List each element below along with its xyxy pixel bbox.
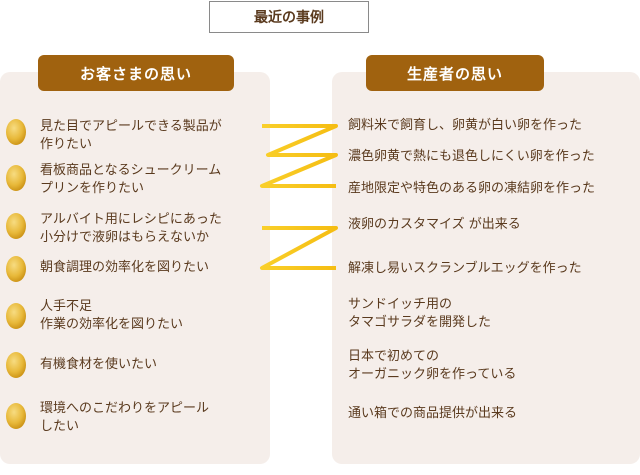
egg-icon bbox=[6, 352, 26, 378]
producer-offer-4: 液卵のカスタマイズ が出来る bbox=[348, 217, 521, 232]
connector-w-shape bbox=[260, 124, 338, 188]
customer-need-1: 見た目でアピールできる製品が 作りたい bbox=[40, 119, 222, 152]
producer-offer-2: 濃色卵黄で熱にも退色しにくい卵を作った bbox=[348, 149, 595, 164]
customer-need-6: 有機食材を使いたい bbox=[40, 357, 158, 372]
producer-offer-3: 産地限定や特色のある卵の凍結卵を作った bbox=[348, 181, 596, 196]
customer-need-3: アルバイト用にレシピにあった 小分けで液卵はもらえないか bbox=[40, 212, 222, 245]
customer-need-7: 環境へのこだわりをアピール したい bbox=[40, 401, 210, 434]
customer-need-4: 朝食調理の効率化を図りたい bbox=[40, 260, 210, 275]
egg-icon bbox=[6, 403, 26, 429]
customer-need-5: 人手不足 作業の効率化を図りたい bbox=[40, 299, 184, 332]
producer-header: 生産者の思い bbox=[366, 55, 544, 91]
diagram-title: 最近の事例 bbox=[209, 1, 369, 33]
customer-header: お客さまの思い bbox=[38, 55, 234, 91]
producer-offer-6: サンドイッチ用の タマゴサラダを開発した bbox=[348, 297, 492, 330]
egg-icon bbox=[6, 256, 26, 282]
egg-icon bbox=[6, 213, 26, 239]
producer-offer-1: 飼料米で飼育し、卵黄が白い卵を作った bbox=[348, 118, 583, 133]
producer-offer-7: 日本で初めての オーガニック卵を作っている bbox=[348, 349, 517, 382]
customer-need-2: 看板商品となるシュークリーム プリンを作りたい bbox=[40, 163, 222, 196]
egg-icon bbox=[6, 119, 26, 145]
producer-panel bbox=[332, 72, 640, 464]
egg-icon bbox=[6, 303, 26, 329]
producer-offer-5: 解凍し易いスクランブルエッグを作った bbox=[348, 261, 582, 276]
connector-z-shape bbox=[260, 226, 338, 270]
egg-icon bbox=[6, 165, 26, 191]
producer-offer-8: 通い箱での商品提供が出来る bbox=[348, 406, 518, 421]
customer-panel bbox=[0, 72, 270, 464]
